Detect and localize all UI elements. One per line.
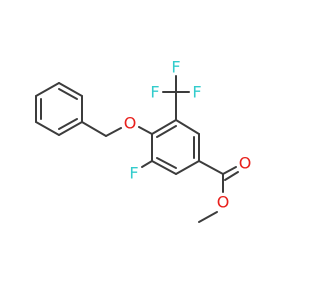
atom-label-o-ester: O bbox=[217, 193, 230, 212]
atom-label-f-cf3-left: F bbox=[150, 83, 159, 102]
bond bbox=[151, 119, 177, 135]
atom-label-o-carbonyl: O bbox=[239, 154, 252, 173]
bond bbox=[81, 121, 107, 137]
bond bbox=[58, 121, 83, 136]
bonds bbox=[35, 75, 239, 223]
bond bbox=[141, 160, 153, 168]
atom-label-o-ether: O bbox=[124, 114, 137, 133]
bond bbox=[222, 166, 237, 175]
atom-label-f-cf3-top: F bbox=[171, 58, 180, 77]
bond bbox=[175, 119, 200, 135]
bond bbox=[138, 126, 153, 135]
bond bbox=[151, 160, 177, 175]
atom-label-f-ring: F bbox=[129, 164, 138, 183]
bond bbox=[198, 211, 218, 223]
bond bbox=[58, 118, 78, 130]
atom-label-f-cf3-right: F bbox=[192, 83, 201, 102]
molecule-structure: F F F F O O O bbox=[35, 58, 252, 223]
bond bbox=[175, 160, 200, 175]
bond bbox=[224, 171, 239, 181]
bond bbox=[58, 82, 83, 97]
bond bbox=[58, 88, 78, 100]
bond bbox=[105, 127, 122, 137]
bond bbox=[198, 160, 224, 175]
atom-labels: F F F F O O O bbox=[124, 58, 252, 212]
bond bbox=[156, 125, 177, 138]
bond bbox=[35, 121, 60, 136]
bond bbox=[35, 82, 60, 97]
bond bbox=[156, 157, 177, 169]
